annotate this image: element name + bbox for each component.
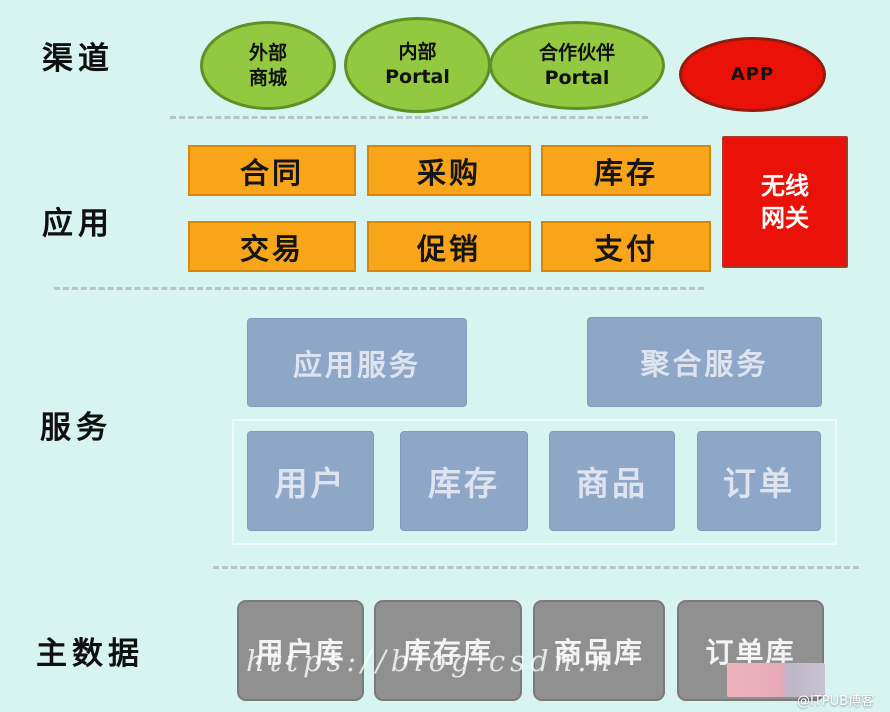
channel-partner-portal: 合作伙伴 Portal [489, 21, 665, 110]
app-contract: 合同 [188, 145, 356, 196]
store-user-db: 用户库 [237, 600, 364, 701]
divider-channels-applications [170, 116, 648, 119]
channel-app: APP [679, 37, 826, 112]
itpub-badge: @ITPUB博客 [797, 694, 875, 709]
app-payment: 支付 [541, 221, 711, 272]
divider-applications-services [54, 287, 704, 290]
watermark-smudge [727, 663, 825, 697]
store-product-db: 商品库 [533, 600, 665, 701]
domain-services-frame [232, 419, 837, 545]
app-inventory: 库存 [541, 145, 711, 196]
domain-inventory: 库存 [400, 431, 528, 531]
app-trade: 交易 [188, 221, 356, 272]
domain-order: 订单 [697, 431, 821, 531]
domain-product: 商品 [549, 431, 675, 531]
service-application: 应用服务 [247, 318, 467, 407]
divider-services-masterdata [213, 566, 859, 569]
store-inventory-db: 库存库 [374, 600, 522, 701]
domain-user: 用户 [247, 431, 374, 531]
wireless-gateway: 无线 网关 [722, 136, 848, 268]
service-aggregation: 聚合服务 [587, 317, 822, 407]
layer-label-masterdata: 主数据 [36, 636, 144, 672]
layer-label-channels: 渠道 [42, 41, 114, 77]
channel-external-mall: 外部 商城 [200, 21, 336, 110]
layer-label-applications: 应用 [42, 206, 114, 242]
app-promotion: 促销 [367, 221, 531, 272]
app-procurement: 采购 [367, 145, 531, 196]
layer-label-services: 服务 [40, 410, 112, 446]
channel-internal-portal: 内部 Portal [344, 17, 491, 113]
